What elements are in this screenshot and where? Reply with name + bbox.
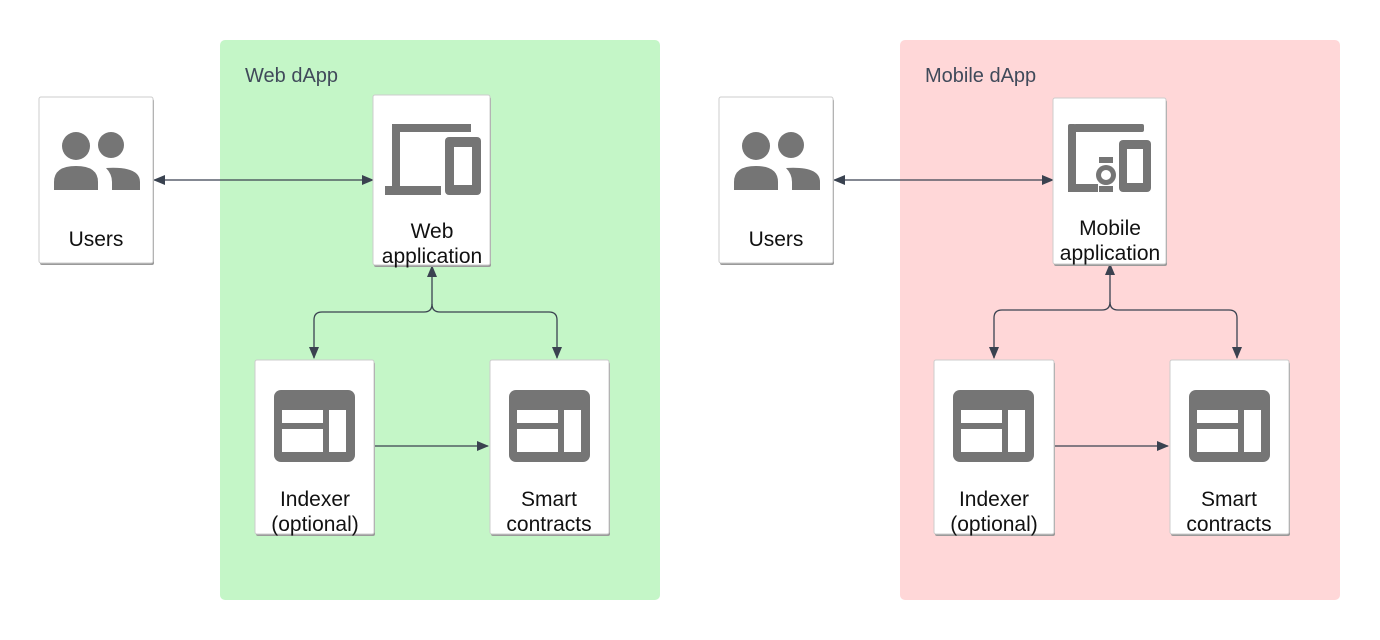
web-smart-contracts-node: Smart contracts bbox=[489, 359, 610, 536]
users-icon bbox=[54, 132, 140, 190]
mobile-users-label: Users bbox=[749, 228, 804, 251]
table-icon bbox=[1189, 390, 1270, 462]
table-icon bbox=[274, 390, 355, 462]
mobile-users-node: Users bbox=[718, 96, 834, 265]
mobile-application-label-line1: Mobile bbox=[1079, 217, 1141, 240]
mobile-application-label-line2: application bbox=[1060, 242, 1160, 265]
users-icon bbox=[734, 132, 820, 190]
web-indexer-label-line1: Indexer bbox=[280, 488, 350, 511]
mobile-indexer-node: Indexer (optional) bbox=[933, 359, 1055, 536]
devices-icon bbox=[385, 124, 481, 195]
mobile-indexer-label-line2: (optional) bbox=[950, 513, 1038, 536]
web-indexer-label-line2: (optional) bbox=[271, 513, 359, 536]
connector-mobile-app-to-contracts bbox=[1109, 301, 1242, 359]
web-users-node: Users bbox=[38, 96, 154, 265]
mobile-smart-contracts-node: Smart contracts bbox=[1169, 359, 1290, 536]
mobile-dapp-title: Mobile dApp bbox=[925, 65, 1036, 87]
web-application-node: Web application bbox=[372, 94, 491, 268]
mobile-connectors bbox=[833, 175, 1242, 451]
connector-mobile-app-to-indexer bbox=[989, 263, 1115, 359]
mobile-smart-contracts-label-line2: contracts bbox=[1186, 513, 1271, 536]
mobile-smart-contracts-label-line1: Smart bbox=[1201, 488, 1257, 511]
web-application-label-line2: application bbox=[382, 245, 482, 268]
web-smart-contracts-label-line1: Smart bbox=[521, 488, 577, 511]
mobile-application-node: Mobile application bbox=[1052, 97, 1167, 266]
connector-web-app-to-indexer bbox=[309, 265, 437, 359]
web-indexer-node: Indexer (optional) bbox=[254, 359, 375, 536]
connector-web-app-to-contracts bbox=[431, 303, 562, 359]
table-icon bbox=[953, 390, 1034, 462]
web-dapp-title: Web dApp bbox=[245, 65, 338, 87]
web-application-label-line1: Web bbox=[411, 220, 454, 243]
mobile-indexer-label-line1: Indexer bbox=[959, 488, 1029, 511]
table-icon bbox=[509, 390, 590, 462]
web-connectors bbox=[153, 175, 562, 451]
web-smart-contracts-label-line2: contracts bbox=[506, 513, 591, 536]
devices-watch-icon bbox=[1068, 124, 1151, 192]
web-users-label: Users bbox=[69, 228, 124, 251]
